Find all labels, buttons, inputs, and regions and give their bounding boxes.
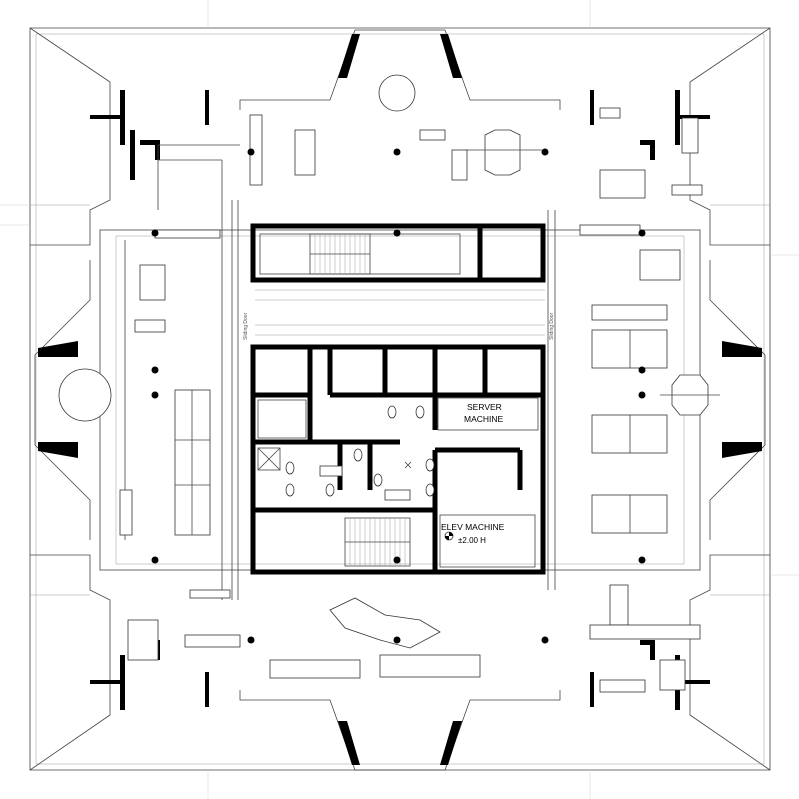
sliding-door-right-label: Sliding Door [549,312,555,340]
column-15 [393,229,401,237]
sliding-door-left-label: Sliding Door [243,312,249,340]
corridor [124,144,556,600]
column-7 [151,391,159,399]
column-13 [393,148,401,156]
column-1 [247,148,255,156]
column-3 [151,229,159,237]
column-8 [638,391,646,399]
column-2 [541,148,549,156]
structural-columns [151,148,646,644]
stairs [309,233,411,567]
column-10 [638,556,646,564]
column-16 [393,556,401,564]
furniture [58,74,720,693]
elev-machine-label: ELEV MACHINE [441,522,505,532]
room-labels: SERVER MACHINE ELEV MACHINE ±2.00 H Slid… [243,312,555,545]
column-6 [638,366,646,374]
column-9 [151,556,159,564]
column-12 [541,636,549,644]
elev-level-label: ±2.00 H [458,536,486,545]
central-core [250,223,546,575]
server-room-label-line1: SERVER [467,402,502,412]
column-14 [393,636,401,644]
column-11 [247,636,255,644]
server-room-label-line2: MACHINE [464,414,504,424]
fixtures [285,405,454,541]
column-4 [638,229,646,237]
column-5 [151,366,159,374]
